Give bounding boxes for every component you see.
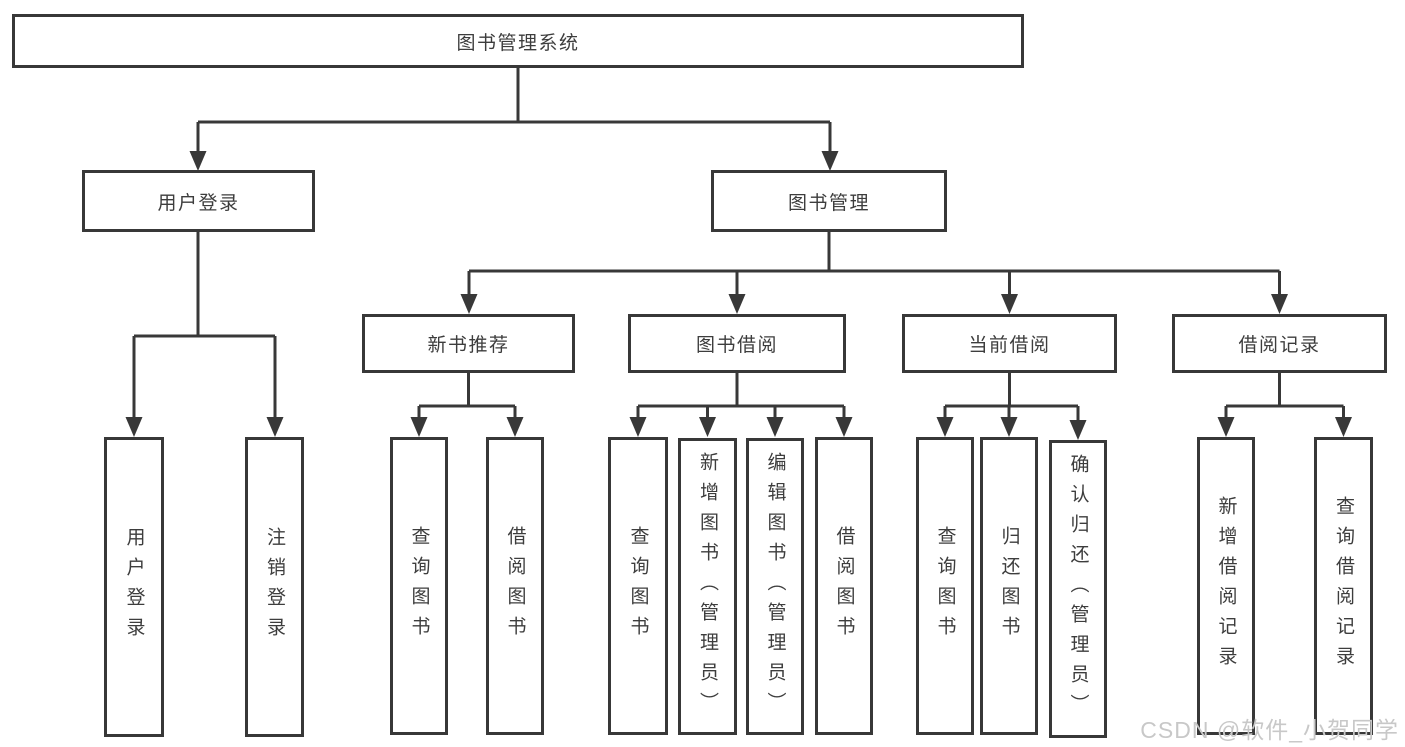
node-root: 图书管理系统 xyxy=(12,14,1024,68)
leaf-confirm-return-admin: 确认归还（管理员） xyxy=(1049,440,1107,738)
leaf-borrow-books-recommend-label: 借阅图书 xyxy=(504,526,526,646)
connector-current-borrow-split xyxy=(943,373,1080,424)
leaf-return-books: 归还图书 xyxy=(980,437,1038,735)
csdn-watermark: CSDN @软件_小贺同学 xyxy=(1140,717,1399,743)
node-borrow-record: 借阅记录 xyxy=(1172,314,1387,373)
connector-new-book-split xyxy=(417,373,517,421)
leaf-add-borrow-record-label: 新增借阅记录 xyxy=(1215,496,1237,676)
leaf-borrow-books-label: 借阅图书 xyxy=(833,526,855,646)
leaf-add-borrow-record: 新增借阅记录 xyxy=(1197,437,1255,735)
node-book-management: 图书管理 xyxy=(711,170,947,232)
leaf-query-books-current: 查询图书 xyxy=(916,437,974,735)
leaf-query-borrow-record-label: 查询借阅记录 xyxy=(1333,496,1354,676)
connector-root-split xyxy=(196,68,832,155)
leaf-confirm-return-admin-label: 确认归还（管理员） xyxy=(1067,454,1089,724)
leaf-user-login-label: 用户登录 xyxy=(123,527,145,647)
leaf-query-books-recommend-label: 查询图书 xyxy=(408,526,430,646)
leaf-edit-books-admin: 编辑图书（管理员） xyxy=(746,438,804,735)
leaf-user-login: 用户登录 xyxy=(104,437,164,737)
node-book-borrow: 图书借阅 xyxy=(628,314,846,373)
connector-book-borrow-split xyxy=(636,373,846,421)
node-user-login: 用户登录 xyxy=(82,170,315,232)
leaf-logout: 注销登录 xyxy=(245,437,304,737)
leaf-query-books-recommend: 查询图书 xyxy=(390,437,448,735)
connector-book-management-split xyxy=(467,232,1281,298)
node-new-book-recommend: 新书推荐 xyxy=(362,314,575,373)
leaf-add-books-admin-label: 新增图书（管理员） xyxy=(697,451,718,722)
connector-borrow-record-split xyxy=(1224,373,1345,421)
leaf-query-borrow-record: 查询借阅记录 xyxy=(1314,437,1373,735)
leaf-borrow-books: 借阅图书 xyxy=(815,437,873,735)
leaf-edit-books-admin-label: 编辑图书（管理员） xyxy=(764,451,786,722)
leaf-query-books-borrow: 查询图书 xyxy=(608,437,668,735)
node-current-borrow: 当前借阅 xyxy=(902,314,1117,373)
leaf-borrow-books-recommend: 借阅图书 xyxy=(486,437,544,735)
leaf-logout-label: 注销登录 xyxy=(264,527,285,647)
connector-user-login-split xyxy=(132,232,277,421)
leaf-add-books-admin: 新增图书（管理员） xyxy=(678,438,737,735)
leaf-query-books-borrow-label: 查询图书 xyxy=(627,526,649,646)
leaf-return-books-label: 归还图书 xyxy=(998,526,1020,646)
leaf-query-books-current-label: 查询图书 xyxy=(934,526,956,646)
